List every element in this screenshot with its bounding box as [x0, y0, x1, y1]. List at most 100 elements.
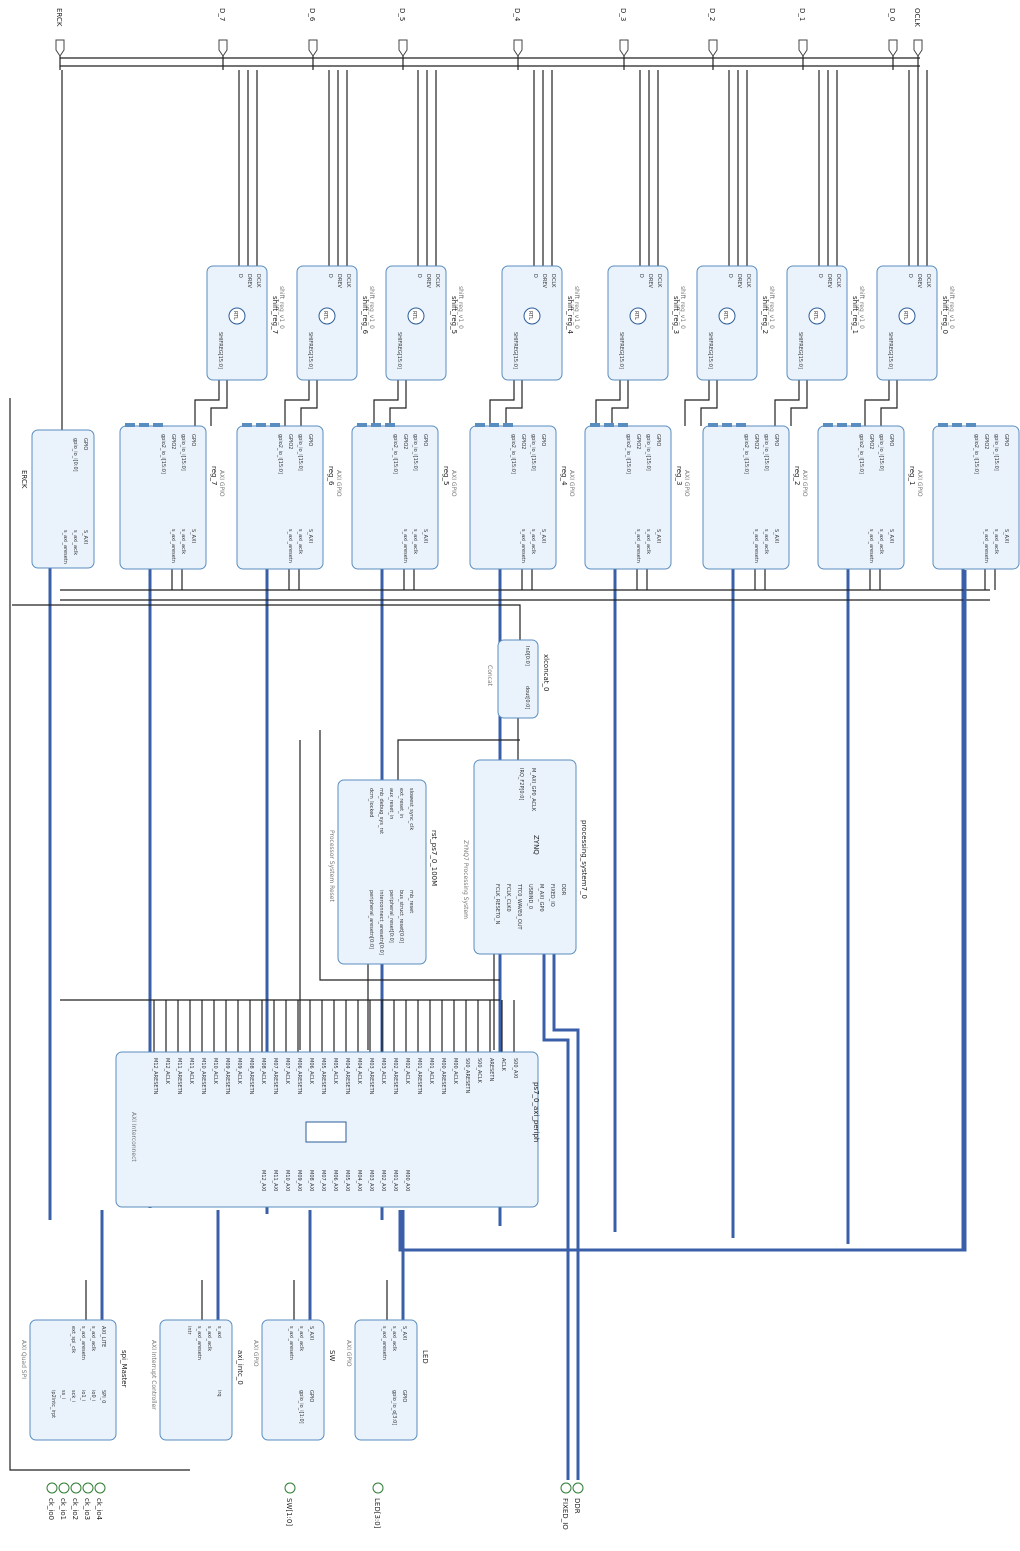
bottom-port-label: ck_io1 [59, 1498, 67, 1520]
peripheral-input-label: intr [186, 1326, 192, 1336]
peripheral-name: SW [328, 1350, 336, 1361]
gpio-port-marker [708, 423, 718, 427]
zynq-name: processing_system7_0 [580, 820, 588, 899]
gpio-subtitle: AXI GPIO [218, 470, 225, 497]
interconnect-top-port-label: M02_ACLK [404, 1058, 410, 1085]
bottom-port-label: ck_io3 [83, 1498, 91, 1520]
peripheral-output-label: SPI_0 [100, 1390, 106, 1403]
shift-reg-output-label: SHIFREG[15:0] [618, 332, 624, 369]
top-port-label: D_0 [888, 8, 896, 21]
interconnect-top-port-label: M11_ACLK [188, 1058, 194, 1085]
ddr-bus [544, 954, 568, 1480]
shift-reg-port-label: D [237, 274, 243, 278]
erck-output-label: GPIO [82, 438, 88, 450]
interconnect-top-port-label: M06_ARESETN [296, 1058, 302, 1095]
shift-reg-port-label: DCLK [345, 274, 351, 288]
erck-input-label: s_axi_aclk [72, 530, 78, 555]
interconnect-master-label: M01_AXI [392, 1170, 398, 1192]
interconnect-top-port-label: M09_ARESETN [224, 1058, 230, 1095]
zynq-port-label: IRQ_F2P[0:0] [518, 768, 524, 800]
interconnect-top-port-label: M00_ACLK [452, 1058, 458, 1085]
gpio-port-marker [851, 423, 861, 427]
concat-input-label: In0[0:0] [524, 646, 530, 666]
gpio-output-label: GPIO [773, 434, 779, 446]
interconnect-master-label: M09_AXI [296, 1170, 302, 1192]
shift-reg-name: shift_reg_0 [941, 296, 949, 334]
port-arrow-icon [709, 40, 717, 56]
gpio-input-label: s_axi_aclk [645, 529, 651, 554]
gpio-output-label: GPIO2 [170, 434, 176, 449]
shift-reg-name: shift_reg_3 [672, 296, 680, 334]
interconnect-master-label: M08_AXI [308, 1170, 314, 1192]
gpio-port-marker [153, 423, 163, 427]
gpio-subtitle: AXI GPIO [568, 470, 575, 497]
gpio-output-label: GPIO [655, 434, 661, 446]
interconnect-top-port-label: M08_ACLK [260, 1058, 266, 1085]
shift-reg-port-label: D [817, 274, 823, 278]
gpio-subtitle: AXI GPIO [335, 470, 342, 497]
gpio-input-label: s_axi_aresetn [520, 529, 526, 563]
port-connector-icon [561, 1483, 571, 1493]
gpio-input-label: S_AXI [422, 529, 428, 543]
gpio-port-marker [256, 423, 266, 427]
erck-output-label: gpio_io_i[0:0] [72, 438, 78, 472]
shift-reg-port-label: DCLK [550, 274, 556, 288]
shift-reg-port-label: DREV [826, 274, 832, 288]
shift-reg-output-wire [490, 380, 514, 426]
peripheral-output-label: ss_i [60, 1390, 66, 1399]
gpio-subtitle: AXI GPIO [801, 470, 808, 497]
top-port-label: D_2 [708, 8, 716, 21]
shift-reg-subtitle: shift_reg_v1_0 [858, 286, 865, 329]
interconnect-master-label: M07_AXI [320, 1170, 326, 1192]
gpio-port-marker [270, 423, 280, 427]
port-connector-icon [47, 1483, 57, 1493]
reset-port-label: peripheral_reset[0:0] [388, 890, 394, 943]
gpio-port-marker [503, 423, 513, 427]
bottom-port-label: DDR [573, 1498, 581, 1514]
reset-name: rst_ps7_0_100M [430, 830, 438, 886]
shift-reg-output-wire [195, 380, 219, 426]
interconnect-top-port-label: M04_ARESETN [344, 1058, 350, 1095]
interconnect-master-label: M00_AXI [404, 1170, 410, 1192]
shift-reg-name: shift_reg_7 [271, 296, 279, 334]
shift-reg-name: shift_reg_6 [361, 296, 369, 335]
gpio-port-marker [938, 423, 948, 427]
gpio-output-label: gpio2_io_i[15:0] [743, 434, 749, 474]
interconnect-master-label: M03_AXI [368, 1170, 374, 1192]
shift-reg-output-wire [285, 380, 309, 426]
blocks-layer: shift_reg_0shift_reg_v1_0DCLKDREVDSHIFRE… [20, 266, 1020, 1440]
shift-reg-port-label: D [638, 274, 644, 278]
shift-reg-output-wire [865, 380, 889, 426]
shift-reg-port-label: DREV [425, 274, 431, 288]
peripheral-name: LED [421, 1350, 429, 1364]
shift-reg-name: shift_reg_5 [450, 296, 458, 334]
erck-input-label: S_AXI [82, 530, 88, 544]
fixed-io-bus [554, 954, 578, 1480]
interconnect-master-label: M02_AXI [380, 1170, 386, 1192]
shift-reg-port-label: DCLK [255, 274, 261, 288]
zynq-port-label: M_AXI_GP0_ACLK [530, 768, 536, 812]
gpio-input-label: S_AXI [307, 529, 313, 543]
zynq-port-label: FIXED_IO [549, 884, 555, 907]
bottom-port-label: FIXED_IO [561, 1498, 569, 1530]
reset-port-label: mb_debug_sys_rst [378, 788, 384, 834]
interconnect-top-port-label: M07_ACLK [284, 1058, 290, 1085]
rtl-badge-label: RTL [902, 311, 908, 320]
gpio-subtitle: AXI GPIO [916, 470, 923, 497]
gpio-name: reg_7 [210, 466, 218, 485]
gpio-input-label: s_axi_aclk [993, 529, 999, 554]
port-arrow-icon [889, 40, 897, 56]
shift-reg-output-label: SHIFREG[15:0] [707, 332, 713, 369]
interconnect-top-port-label: M03_ACLK [380, 1058, 386, 1085]
interconnect-top-port-label: M02_ARESETN [392, 1058, 398, 1095]
zynq-port-label: M_AXI_GP0 [538, 884, 544, 912]
reset-port-label: mb_reset [408, 890, 414, 913]
gpio-output-label: gpio2_io_i[15:0] [625, 434, 631, 474]
shift-reg-port-label: DREV [336, 274, 342, 288]
port-connector-icon [373, 1483, 383, 1493]
rtl-badge-label: RTL [527, 311, 533, 320]
interconnect-top-port-label: M01_ACLK [428, 1058, 434, 1085]
interconnect-top-port-label: S00_AXI [512, 1058, 518, 1078]
bottom-port-label: LED[3:0] [373, 1498, 381, 1529]
